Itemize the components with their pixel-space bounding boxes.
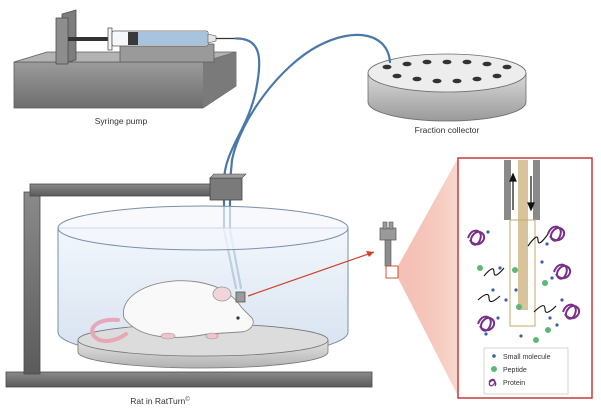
protein: [477, 315, 496, 332]
syringe-pump-label: Syringe pump: [95, 116, 148, 126]
rat-ear: [212, 286, 232, 302]
small-molecule: [484, 332, 488, 336]
swivel-frame: [5, 173, 373, 388]
small-molecule: [496, 316, 500, 320]
fraction-collector-label: Fraction collector: [415, 125, 480, 135]
protein: [467, 229, 486, 246]
legend: Small molecule Peptide Protein: [483, 347, 569, 395]
tubing: [222, 33, 392, 290]
callout-arrow: [247, 251, 375, 297]
peptide-chain: [533, 305, 557, 313]
protein: [553, 263, 572, 280]
peptide-chain: [477, 293, 501, 303]
peptide: [542, 280, 548, 286]
collector-well: [432, 78, 442, 84]
probe-membrane: [518, 160, 528, 310]
membrane-outline: [509, 219, 536, 327]
protein: [547, 225, 566, 242]
copyright-mark: ©: [185, 396, 190, 403]
peptide-chain: [483, 267, 505, 277]
fraction-collector: Fraction collector: [367, 53, 527, 135]
collector-well: [442, 59, 452, 65]
zoom-cone: [398, 158, 458, 396]
syringe-liquid: [138, 32, 208, 45]
small-molecule: [491, 288, 495, 292]
head-probe: [235, 291, 246, 303]
molecules: [467, 225, 581, 343]
peptide-swatch: [491, 366, 497, 372]
peptide: [512, 267, 518, 273]
protein-swatch: [488, 378, 497, 387]
collector-well: [482, 61, 492, 67]
peptide: [477, 265, 483, 271]
legend-peptide: Peptide: [503, 367, 527, 374]
collector-well: [502, 64, 512, 70]
peptide: [533, 337, 539, 343]
rat-eye: [236, 316, 240, 320]
collector-well: [462, 59, 472, 65]
legend-protein: Protein: [503, 380, 525, 387]
small-molecule: [514, 288, 518, 292]
small-molecule-swatch: [492, 354, 496, 358]
small-molecule: [545, 242, 549, 246]
small-molecule: [548, 316, 552, 320]
small-molecule: [555, 323, 559, 327]
probe-icon: [379, 221, 399, 279]
collector-well: [492, 73, 502, 79]
small-molecule: [519, 334, 523, 338]
collector-well: [392, 73, 402, 79]
legend-small-molecule: Small molecule: [503, 354, 551, 361]
small-molecule: [540, 260, 544, 264]
probe-detail-panel: Small molecule Peptide Protein: [457, 157, 593, 399]
syringe-pump: Syringe pump: [13, 9, 237, 126]
small-molecule: [504, 298, 508, 302]
protein: [562, 303, 581, 320]
rat-in-ratturn-text: Rat in RatTurn: [130, 396, 185, 406]
peptide: [545, 327, 551, 333]
flow-arrows: [509, 172, 535, 212]
rat: [90, 280, 254, 343]
small-molecule: [498, 266, 502, 270]
collector-wells: [382, 59, 512, 84]
collector-well: [422, 59, 432, 65]
small-molecule: [550, 276, 554, 280]
swivel-block: [209, 177, 243, 201]
collector-well: [412, 76, 422, 82]
collector-well: [472, 76, 482, 82]
inflow-tube: [222, 37, 261, 290]
collector-well: [452, 78, 462, 84]
rat-in-ratturn-label: Rat in RatTurn©: [130, 396, 190, 406]
small-molecule: [560, 298, 564, 302]
collector-well: [402, 61, 412, 67]
rat-tail: [90, 317, 128, 343]
probe-callout: [247, 158, 458, 396]
small-molecule: [486, 230, 490, 234]
collector-well: [382, 64, 392, 70]
peptide-chain: [527, 233, 549, 247]
outflow-tube: [228, 33, 392, 290]
peptide: [516, 304, 522, 310]
